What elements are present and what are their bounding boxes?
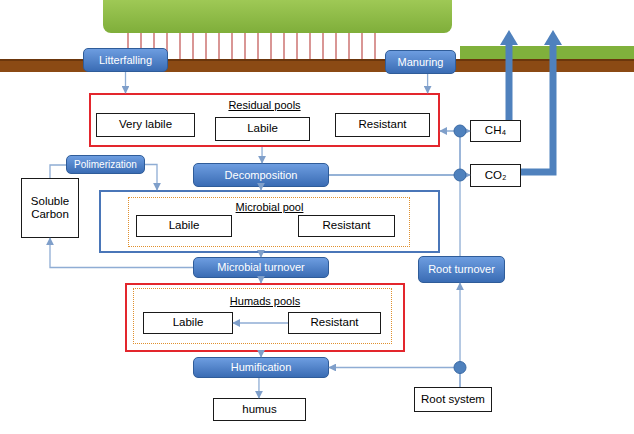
node-label: Decomposition <box>225 169 298 181</box>
node-label: Labile <box>247 122 278 135</box>
node-label: CO₂ <box>485 169 507 182</box>
connector <box>329 174 470 175</box>
connector <box>260 187 261 190</box>
process-box: Manuring <box>385 50 456 74</box>
emission-arrows <box>500 30 562 172</box>
connector <box>329 131 470 175</box>
connector <box>145 165 157 191</box>
node-label: Root system <box>421 393 485 406</box>
pool-group: Humads poolsLabile Resistant <box>125 283 405 352</box>
connector <box>258 378 259 398</box>
connector <box>427 74 428 93</box>
node-label: Humification <box>231 361 292 373</box>
emission-arrow-head <box>500 30 518 45</box>
junction-dot <box>454 362 466 374</box>
gas-box: CH₄ <box>470 120 521 142</box>
connector <box>260 253 261 257</box>
connector <box>50 238 193 268</box>
humus-box: humus <box>213 398 306 421</box>
process-box: Litterfalling <box>83 48 168 72</box>
connector <box>440 131 460 256</box>
node-label: Labile <box>173 316 204 329</box>
process-box: Microbial turnover <box>193 257 329 278</box>
pool-box: Labile <box>143 312 233 334</box>
node-label: Resistant <box>311 316 359 329</box>
node-label: Litterfalling <box>99 54 152 66</box>
process-box: Decomposition <box>193 163 329 187</box>
group-heading: Microbial pool <box>101 201 438 213</box>
emission-arrow <box>521 44 553 172</box>
junction-dot <box>454 169 466 181</box>
node-label: humus <box>242 403 277 416</box>
carbon-box: Soluble Carbon <box>21 178 79 238</box>
pool-box: Labile <box>215 117 310 141</box>
node-label: CH₄ <box>485 124 506 137</box>
group-heading: Residual pools <box>91 99 438 111</box>
connector <box>260 278 261 283</box>
node-label: Labile <box>169 219 200 232</box>
node-label: Manuring <box>398 56 444 68</box>
gas-box: CO₂ <box>470 164 521 187</box>
connector <box>50 165 66 178</box>
process-box: Humification <box>193 357 329 378</box>
emission-arrow <box>506 44 513 120</box>
connector <box>260 352 261 357</box>
emission-arrow-head <box>544 30 562 45</box>
pool-box: Resistant <box>298 215 395 237</box>
junction-dot <box>454 125 466 137</box>
root-box: Root system <box>414 387 492 412</box>
node-label: Root turnover <box>428 263 495 275</box>
connector <box>459 283 460 387</box>
grass-strip <box>460 46 634 59</box>
connector <box>261 147 262 163</box>
node-label: Microbial turnover <box>217 261 304 273</box>
pool-group: Residual poolsVery labile Labile Resistant <box>89 93 440 147</box>
node-label: Soluble Carbon <box>22 195 78 221</box>
pool-box: Very labile <box>96 113 195 137</box>
group-heading: Humads pools <box>127 295 403 307</box>
junctions <box>454 125 466 374</box>
connector <box>125 72 126 93</box>
process-box: Polimerization <box>66 155 145 174</box>
node-label: Resistant <box>323 219 371 232</box>
pool-box: Resistant <box>288 312 381 334</box>
connector <box>233 322 288 323</box>
connector <box>329 368 460 388</box>
node-label: Very labile <box>119 118 172 131</box>
pool-box: Labile <box>136 215 232 237</box>
plant-canopy <box>103 0 452 33</box>
node-label: Resistant <box>359 118 407 131</box>
pool-group: Microbial poolLabile Resistant <box>99 190 440 253</box>
node-label: Polimerization <box>74 159 137 170</box>
pool-box: Resistant <box>335 113 430 137</box>
process-box: Root turnover <box>418 256 505 283</box>
